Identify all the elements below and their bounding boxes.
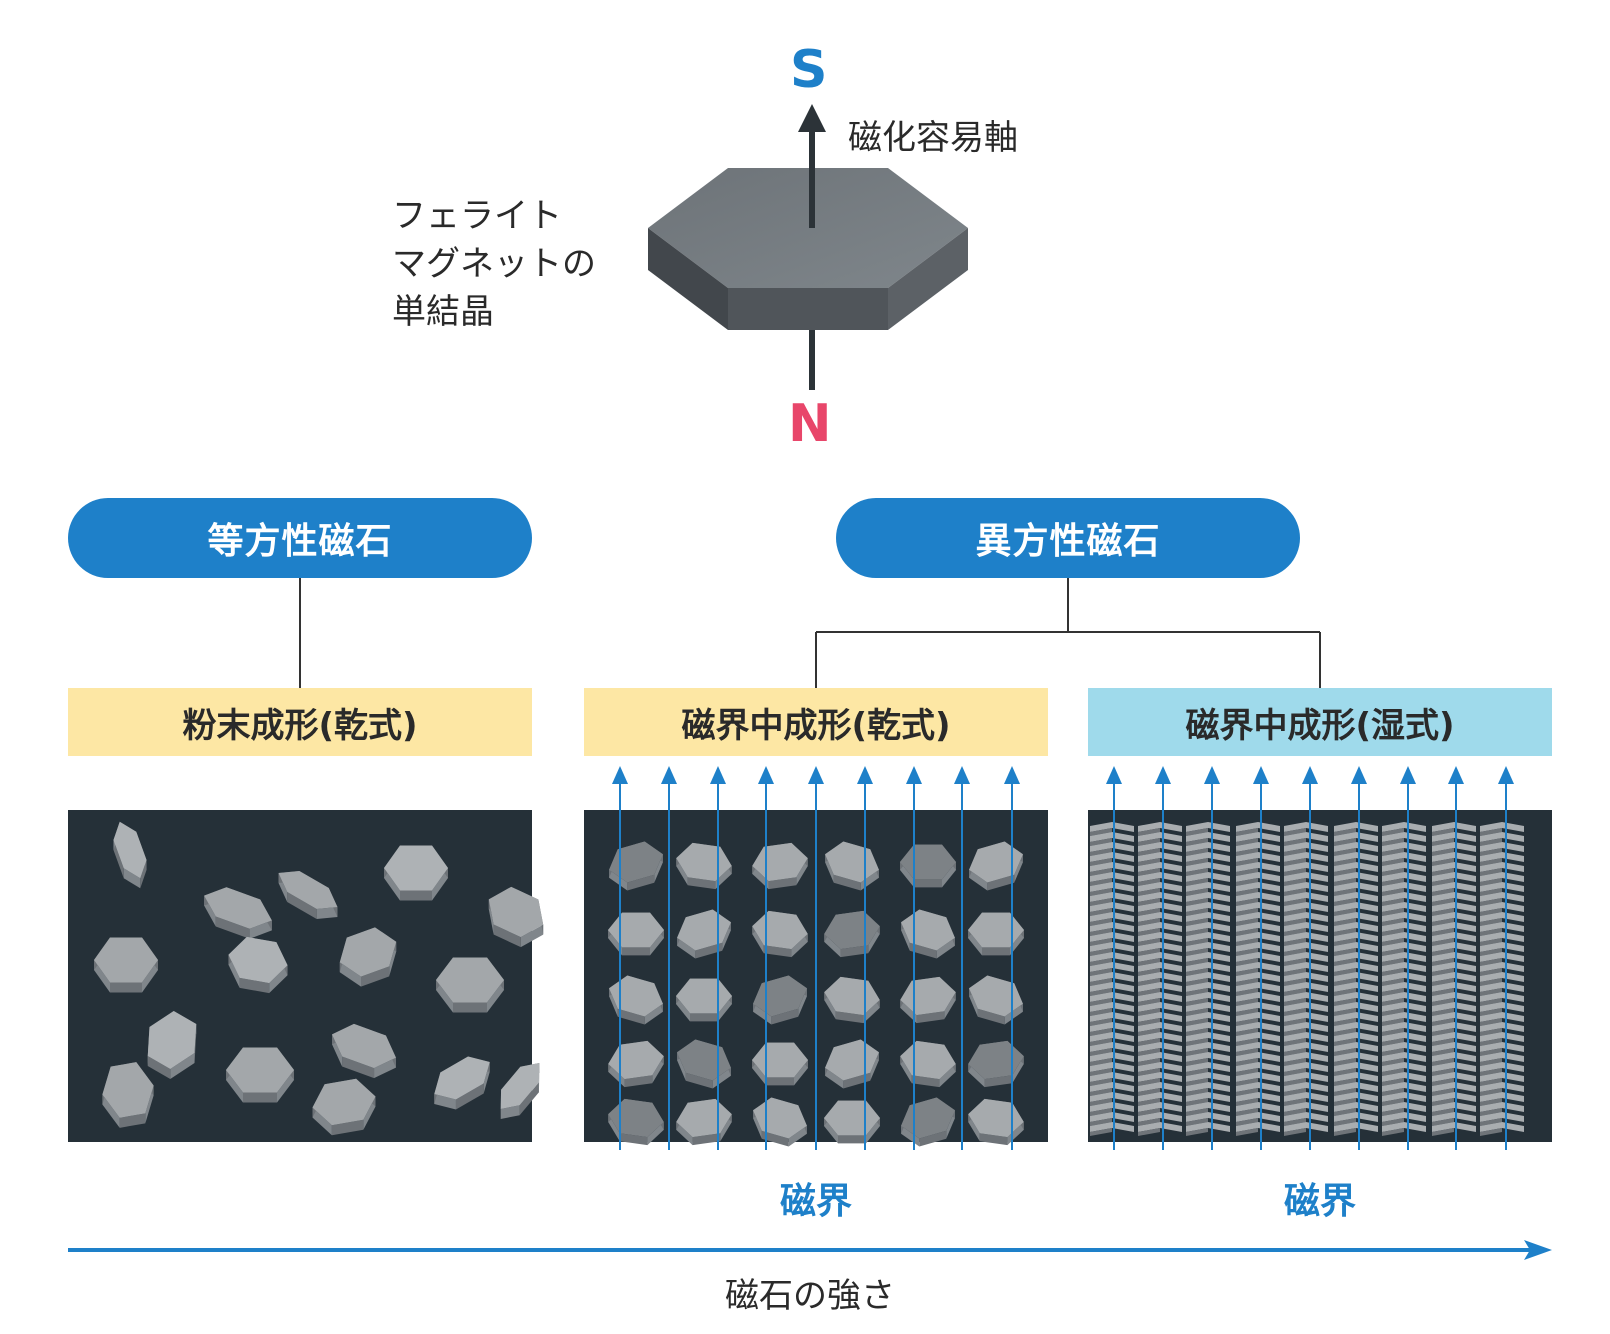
crystal-label-line-2: マグネットの — [392, 244, 596, 284]
isotropic-pill: 等方性磁石 — [68, 498, 532, 578]
field-wet-plates — [1090, 822, 1524, 1136]
field-arrowhead — [1106, 766, 1122, 784]
crystal-side-left — [648, 228, 728, 330]
grain — [102, 1062, 154, 1118]
field-arrowhead — [857, 766, 873, 784]
grain — [968, 912, 1024, 948]
grain — [94, 937, 158, 983]
crystal-illustration — [648, 104, 968, 390]
grain — [488, 886, 544, 938]
crystal-label: フェライト マグネットの 単結晶 — [392, 192, 596, 336]
grain — [608, 912, 664, 948]
field-arrowhead — [954, 766, 970, 784]
field-label-dry: 磁界 — [779, 1181, 852, 1222]
field-arrowhead — [808, 766, 824, 784]
method-field-wet: 磁界中成形(湿式) — [1088, 688, 1552, 756]
grain — [312, 1078, 376, 1126]
grain — [147, 1011, 197, 1069]
grain — [969, 975, 1023, 1017]
field-arrowhead — [906, 766, 922, 784]
strength-label: 磁石の強さ — [725, 1276, 895, 1316]
grain — [608, 1098, 664, 1138]
field-arrowhead — [1351, 766, 1367, 784]
field-arrowhead — [1448, 766, 1464, 784]
field-arrowhead — [612, 766, 628, 784]
field-arrowhead — [1004, 766, 1020, 784]
strength-arrow — [68, 1240, 1552, 1260]
grain — [278, 871, 338, 909]
method-dry-powder: 粉末成形(乾式) — [68, 688, 532, 756]
crystal-label-line-1: フェライト — [392, 196, 562, 236]
grain — [204, 887, 272, 929]
grain-panels — [68, 766, 1552, 1150]
pole-n-label: N — [788, 394, 832, 454]
grain — [968, 1040, 1024, 1080]
field-arrowhead — [1400, 766, 1416, 784]
grain — [969, 841, 1023, 883]
grain — [339, 927, 397, 977]
field-arrowhead — [1253, 766, 1269, 784]
grain — [968, 1098, 1024, 1138]
method-field-dry: 磁界中成形(乾式) — [584, 688, 1048, 756]
grain — [500, 1063, 540, 1109]
grain — [228, 936, 288, 984]
grain — [609, 975, 663, 1017]
strength-arrow-head — [1524, 1240, 1552, 1260]
grain — [609, 841, 663, 883]
crystal-side-right — [888, 228, 968, 330]
axis-label: 磁化容易軸 — [848, 118, 1018, 158]
field-arrowhead — [1155, 766, 1171, 784]
field-arrowhead — [1302, 766, 1318, 784]
pole-s-label: S — [790, 40, 828, 100]
field-arrowhead — [758, 766, 774, 784]
grain — [332, 1023, 396, 1069]
field-arrowhead — [661, 766, 677, 784]
axis-arrowhead — [798, 104, 826, 132]
isotropic-grains — [94, 821, 544, 1136]
field-arrowhead — [1204, 766, 1220, 784]
crystal-top-face — [648, 168, 968, 288]
field-arrowhead — [710, 766, 726, 784]
crystal-label-line-3: 単結晶 — [392, 292, 494, 332]
anisotropic-pill: 異方性磁石 — [836, 498, 1300, 578]
grain — [113, 821, 147, 879]
connector-lines — [299, 578, 1321, 688]
crystal-side-front — [728, 288, 888, 330]
grain — [608, 1040, 664, 1080]
grain — [384, 845, 448, 891]
grain — [434, 1056, 490, 1100]
grain — [436, 957, 504, 1003]
grain — [226, 1047, 294, 1093]
field-arrowhead — [1498, 766, 1514, 784]
field-label-wet: 磁界 — [1283, 1181, 1356, 1222]
